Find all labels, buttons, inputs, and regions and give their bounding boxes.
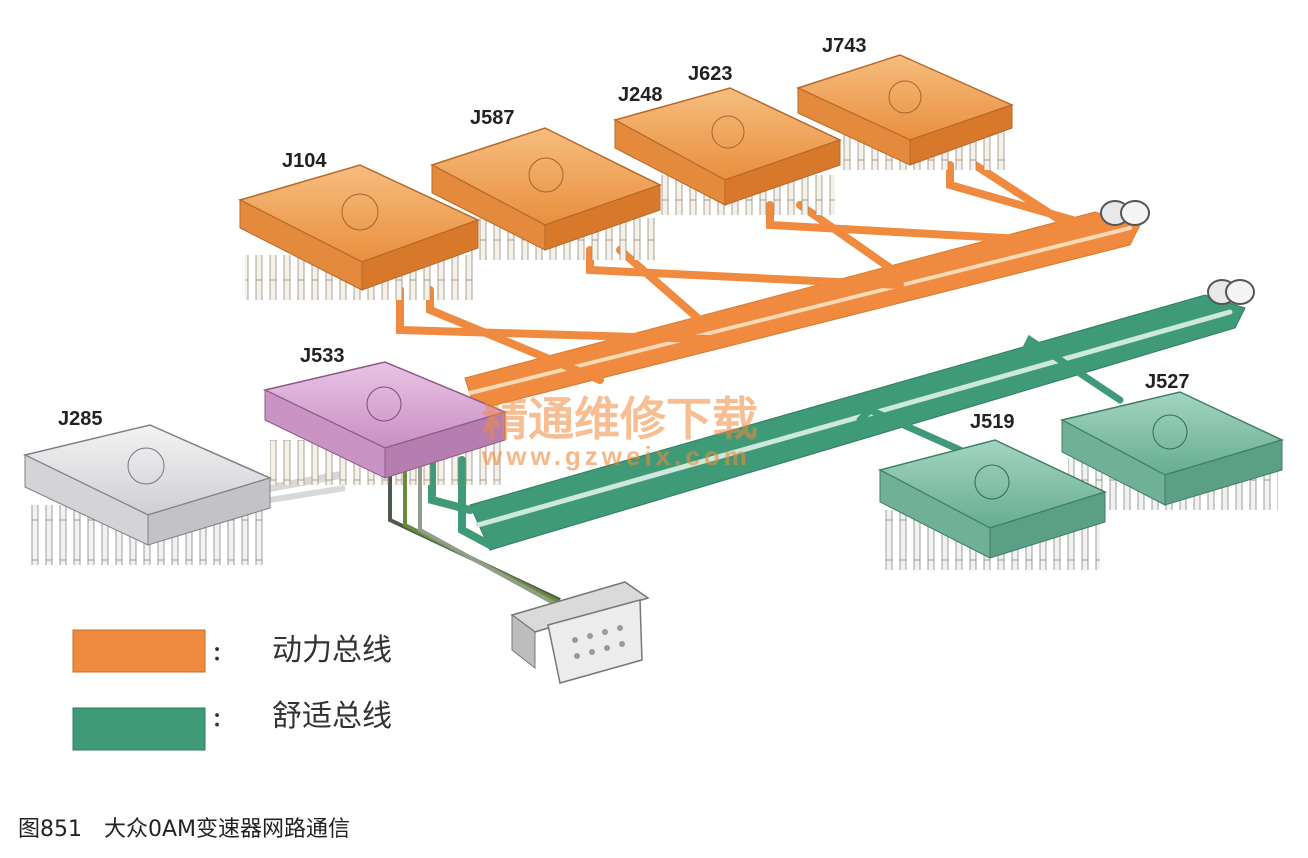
chip-j623: J248 J623 — [613, 63, 842, 215]
comfort-bus-lines — [428, 294, 1246, 551]
figure-caption: 图851 大众0AM变速器网路通信 — [18, 817, 350, 842]
legend-swatch-power-bus — [72, 629, 206, 673]
chip-label-j285: J285 — [58, 408, 103, 430]
watermark-title: 精通维修下载 — [482, 392, 758, 446]
chip-j285: J285 — [22, 408, 273, 565]
legend-label-comfort-bus: 舒适总线 — [272, 699, 392, 734]
legend: : 动力总线 : 舒适总线 — [72, 629, 392, 751]
chip-label-j519: J519 — [970, 411, 1015, 433]
legend-marker-comfort-bus: : — [212, 699, 222, 734]
chip-label-j623: J623 — [688, 63, 733, 85]
chip-j587: J587 — [430, 107, 662, 260]
legend-swatch-comfort-bus — [72, 707, 206, 751]
chip-j519: J519 — [877, 411, 1108, 570]
power-bus-terminator — [1100, 200, 1150, 226]
chip-j743: J743 — [795, 35, 1015, 170]
chip-j104: J104 — [237, 150, 480, 300]
chip-label-j527: J527 — [1145, 371, 1190, 393]
chip-label-j248: J248 — [618, 84, 663, 106]
watermark-url: www.gzweix.com — [481, 441, 751, 471]
diagnostic-connector — [510, 581, 650, 684]
chip-label-j743: J743 — [822, 35, 867, 57]
chip-j533: J533 — [262, 345, 508, 485]
comfort-bus-terminator — [1207, 279, 1255, 305]
legend-marker-power-bus: : — [212, 633, 222, 668]
chip-label-j104: J104 — [282, 150, 327, 172]
chip-label-j587: J587 — [470, 107, 515, 129]
chip-label-j533: J533 — [300, 345, 345, 367]
legend-label-power-bus: 动力总线 — [272, 633, 392, 668]
